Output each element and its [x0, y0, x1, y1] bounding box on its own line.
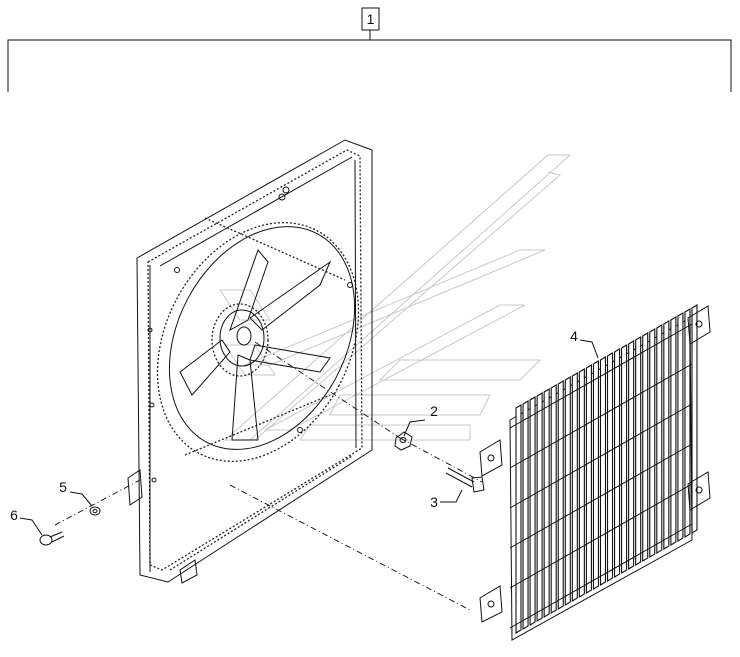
- grille-bar: [663, 320, 670, 550]
- callout-leaders: [19, 339, 599, 536]
- part-nut: [394, 431, 413, 451]
- grille-bar: [677, 312, 684, 542]
- fan-ring: [156, 217, 360, 462]
- grille-bar: [578, 368, 585, 598]
- callout-6: 6: [10, 507, 18, 523]
- grille-rail: [509, 403, 693, 509]
- grille-bar: [642, 332, 649, 562]
- callout-4: 4: [570, 328, 578, 344]
- grille-rail: [509, 323, 693, 429]
- grille-rail: [509, 443, 693, 549]
- callout-3: 3: [430, 494, 438, 510]
- grille-bar: [628, 340, 635, 570]
- grille-bar: [536, 392, 543, 622]
- grille-bar: [529, 396, 536, 626]
- grille-rail: [509, 363, 693, 469]
- callout-5: 5: [59, 479, 67, 495]
- assembly-callout-label: 1: [367, 11, 375, 27]
- fan-hub: [211, 303, 269, 377]
- callout-2: 2: [430, 403, 438, 419]
- fan-blades: [179, 249, 332, 441]
- grille-bar: [557, 380, 564, 610]
- grille-bar: [691, 304, 698, 534]
- grille-bar: [515, 404, 522, 634]
- watermark-logo: [219, 154, 572, 441]
- grille-bar: [571, 372, 578, 602]
- part-bolt: [445, 467, 485, 493]
- grille-bar: [649, 328, 656, 558]
- grille-bar: [592, 360, 599, 590]
- grille-bar: [543, 388, 550, 618]
- grille-bar: [635, 336, 642, 566]
- grille-bar: [585, 364, 592, 594]
- assembly-callout-box: 1: [361, 7, 380, 31]
- grille-rail: [509, 483, 693, 589]
- grille-bar: [621, 344, 628, 574]
- assembly-bracket: [7, 30, 732, 92]
- grille-bar: [670, 316, 677, 546]
- alignment-centerlines: [54, 341, 483, 611]
- grille-bar: [599, 356, 607, 586]
- part-screw: [39, 531, 65, 546]
- grille-bar: [606, 352, 614, 582]
- grille-bar: [564, 376, 571, 606]
- fan-shroud-frame: [127, 139, 373, 584]
- part-washer: [89, 506, 101, 516]
- grille-bar: [522, 400, 529, 630]
- grille-bar: [550, 384, 557, 614]
- grille-rail: [509, 523, 693, 629]
- grille-bar: [614, 348, 621, 578]
- grille-screen: [479, 304, 711, 641]
- grille-bar: [656, 324, 663, 554]
